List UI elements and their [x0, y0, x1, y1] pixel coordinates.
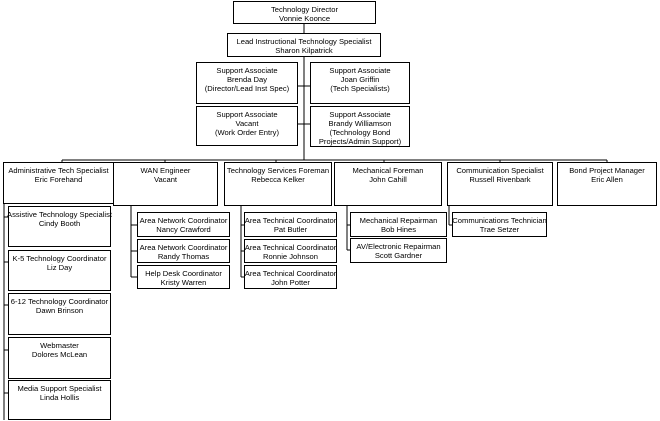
admin-name: Eric Forehand: [34, 175, 83, 184]
support-vacant-name: Vacant: [235, 119, 259, 128]
webmaster-name: Dolores McLean: [31, 350, 88, 359]
atc2-title: Area Technical Coordinator: [244, 243, 337, 252]
director-name: Vonnie Koonce: [278, 14, 331, 23]
director-box: Technology Director Vonnie Koonce: [233, 1, 376, 24]
communications-technician-box: Communications Technician Trae Setzer: [452, 212, 547, 237]
6-12-coordinator-box: 6-12 Technology Coordinator Dawn Brinson: [8, 293, 111, 335]
anc2-title: Area Network Coordinator: [139, 243, 228, 252]
support-brenda-note: (Director/Lead Inst Spec): [204, 84, 290, 93]
anc1-name: Nancy Crawford: [156, 225, 211, 234]
mechrep-name: Bob Hines: [380, 225, 417, 234]
support-joan-title: Support Associate: [329, 66, 391, 75]
mechanical-repairman-box: Mechanical Repairman Bob Hines: [350, 212, 447, 237]
bond-title: Bond Project Manager: [569, 166, 645, 175]
comm-name: Russell Rivenbark: [469, 175, 531, 184]
area-technical-coordinator-2-box: Area Technical Coordinator Ronnie Johnso…: [244, 239, 337, 263]
area-technical-coordinator-1-box: Area Technical Coordinator Pat Butler: [244, 212, 337, 237]
wan-title: WAN Engineer: [140, 166, 191, 175]
support-brandy-note2: Projects/Admin Support): [318, 137, 402, 146]
lead-name: Sharon Kilpatrick: [275, 46, 333, 55]
mechanical-foreman-box: Mechanical Foreman John Cahill: [334, 162, 442, 206]
support-joan-note: (Tech Specialists): [330, 84, 390, 93]
six12-title: 6-12 Technology Coordinator: [10, 297, 109, 306]
k5-name: Liz Day: [46, 263, 73, 272]
services-name: Rebecca Kelker: [251, 175, 305, 184]
atc3-name: John Potter: [271, 278, 310, 287]
support-brenda-title: Support Associate: [216, 66, 278, 75]
webmaster-title: Webmaster: [40, 341, 79, 350]
services-title: Technology Services Foreman: [226, 166, 330, 175]
avrep-name: Scott Gardner: [374, 251, 423, 260]
support-joan-name: Joan Griffin: [340, 75, 380, 84]
six12-name: Dawn Brinson: [35, 306, 84, 315]
lead-title: Lead Instructional Technology Specialist: [236, 37, 372, 46]
area-network-coordinator-1-box: Area Network Coordinator Nancy Crawford: [137, 212, 230, 237]
media-name: Linda Hollis: [39, 393, 80, 402]
atc2-name: Ronnie Johnson: [263, 252, 318, 261]
support-brandy-name: Brandy Williamson: [328, 119, 392, 128]
mech-name: John Cahill: [369, 175, 407, 184]
anc2-name: Randy Thomas: [157, 252, 210, 261]
support-brandy-title: Support Associate: [329, 110, 391, 119]
k5-title: K-5 Technology Coordinator: [12, 254, 107, 263]
atc1-name: Pat Butler: [273, 225, 308, 234]
atc3-title: Area Technical Coordinator: [244, 269, 337, 278]
lead-specialist-box: Lead Instructional Technology Specialist…: [227, 33, 381, 57]
support-brenda-name: Brenda Day: [226, 75, 268, 84]
tech-services-foreman-box: Technology Services Foreman Rebecca Kelk…: [224, 162, 332, 206]
bond-name: Eric Allen: [591, 175, 623, 184]
director-title: Technology Director: [270, 5, 339, 14]
bond-project-manager-box: Bond Project Manager Eric Allen: [557, 162, 657, 206]
media-support-box: Media Support Specialist Linda Hollis: [8, 380, 111, 420]
support-brandy-note: (Technology Bond: [329, 128, 391, 137]
mechrep-title: Mechanical Repairman: [359, 216, 438, 225]
webmaster-box: Webmaster Dolores McLean: [8, 337, 111, 379]
helpdesk-name: Kristy Warren: [160, 278, 207, 287]
support-associate-joan-box: Support Associate Joan Griffin (Tech Spe…: [310, 62, 410, 104]
comm-title: Communication Specialist: [456, 166, 544, 175]
commtech-title: Communications Technician: [452, 216, 547, 225]
anc1-title: Area Network Coordinator: [139, 216, 228, 225]
k5-coordinator-box: K-5 Technology Coordinator Liz Day: [8, 250, 111, 291]
admin-title: Administrative Tech Specialist: [8, 166, 109, 175]
support-associate-brandy-box: Support Associate Brandy Williamson (Tec…: [310, 106, 410, 147]
help-desk-coordinator-box: Help Desk Coordinator Kristy Warren: [137, 265, 230, 289]
support-associate-vacant-box: Support Associate Vacant (Work Order Ent…: [196, 106, 298, 146]
atc1-title: Area Technical Coordinator: [244, 216, 337, 225]
mech-title: Mechanical Foreman: [352, 166, 424, 175]
wan-engineer-box: WAN Engineer Vacant: [113, 162, 218, 206]
admin-tech-specialist-box: Administrative Tech Specialist Eric Fore…: [3, 162, 114, 204]
media-title: Media Support Specialist: [17, 384, 102, 393]
support-vacant-title: Support Associate: [216, 110, 278, 119]
support-associate-brenda-box: Support Associate Brenda Day (Director/L…: [196, 62, 298, 104]
support-vacant-note: (Work Order Entry): [215, 128, 279, 137]
assistive-tech-box: Assistive Technology Specialist Cindy Bo…: [7, 206, 112, 247]
av-electronic-repairman-box: AV/Electronic Repairman Scott Gardner: [350, 238, 447, 263]
communication-specialist-box: Communication Specialist Russell Rivenba…: [447, 162, 553, 206]
area-network-coordinator-2-box: Area Network Coordinator Randy Thomas: [137, 239, 230, 263]
assistive-name: Cindy Booth: [38, 219, 81, 228]
commtech-name: Trae Setzer: [479, 225, 520, 234]
wan-name: Vacant: [153, 175, 178, 184]
avrep-title: AV/Electronic Repairman: [356, 242, 441, 251]
helpdesk-title: Help Desk Coordinator: [145, 269, 222, 278]
assistive-title: Assistive Technology Specialist: [7, 210, 112, 219]
area-technical-coordinator-3-box: Area Technical Coordinator John Potter: [244, 265, 337, 289]
